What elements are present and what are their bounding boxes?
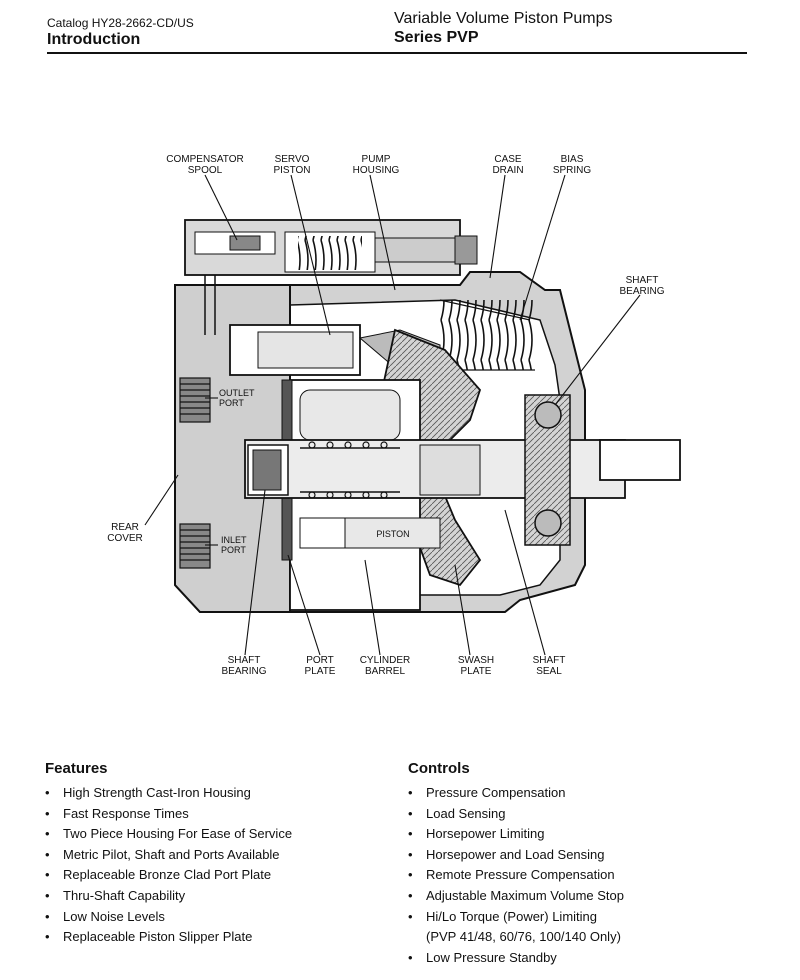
features-section: Features •High Strength Cast-Iron Housin… [45,760,375,948]
outlet-port-threads [179,377,211,423]
inlet-port-threads [179,523,211,569]
list-item: •Fast Response Times [45,805,189,821]
list-item: •High Strength Cast-Iron Housing [45,785,251,800]
header-left: Catalog HY28-2662-CD/US Introduction [47,16,194,49]
list-item: •Replaceable Bronze Clad Port Plate [45,867,272,883]
bearing-ball-bottom [534,509,562,537]
features-heading: Features [45,760,108,777]
bias-spring-coils [440,300,535,370]
catalog-number: Catalog HY28-2662-CD/US [47,16,194,30]
series-title: Series PVP [394,29,479,46]
list-item: •Load Sensing [408,805,506,821]
header-rule [47,52,747,54]
header-right: Variable Volume Piston Pumps Series PVP [394,10,612,47]
list-item: •Low Noise Levels [45,908,165,924]
list-item: •Horsepower and Load Sensing [408,846,605,862]
list-item: •Replaceable Piston Slipper Plate [45,929,253,945]
controls-section: Controls •Pressure Compensation •Load Se… [408,760,768,968]
section-title: Introduction [47,31,141,48]
list-item: •Low Pressure Standby [408,949,557,965]
controls-list: •Pressure Compensation •Load Sensing •Ho… [408,783,768,968]
product-title: Variable Volume Piston Pumps [394,10,613,27]
list-item: •Pressure Compensation [408,785,566,800]
list-item: •Remote Pressure Compensation [408,867,615,883]
controls-heading: Controls [408,760,470,777]
list-item: •Hi/Lo Torque (Power) Limiting(PVP 41/48… [408,908,621,945]
list-item: •Metric Pilot, Shaft and Ports Available [45,846,280,862]
list-item: •Horsepower Limiting [408,826,545,842]
bearing-ball-top [534,401,562,429]
list-item: •Adjustable Maximum Volume Stop [408,887,624,903]
list-item: •Thru-Shaft Capability [45,887,186,903]
list-item: •Two Piece Housing For Ease of Service [45,826,293,842]
label-piston: PISTON [376,529,409,539]
features-list: •High Strength Cast-Iron Housing •Fast R… [45,783,375,948]
